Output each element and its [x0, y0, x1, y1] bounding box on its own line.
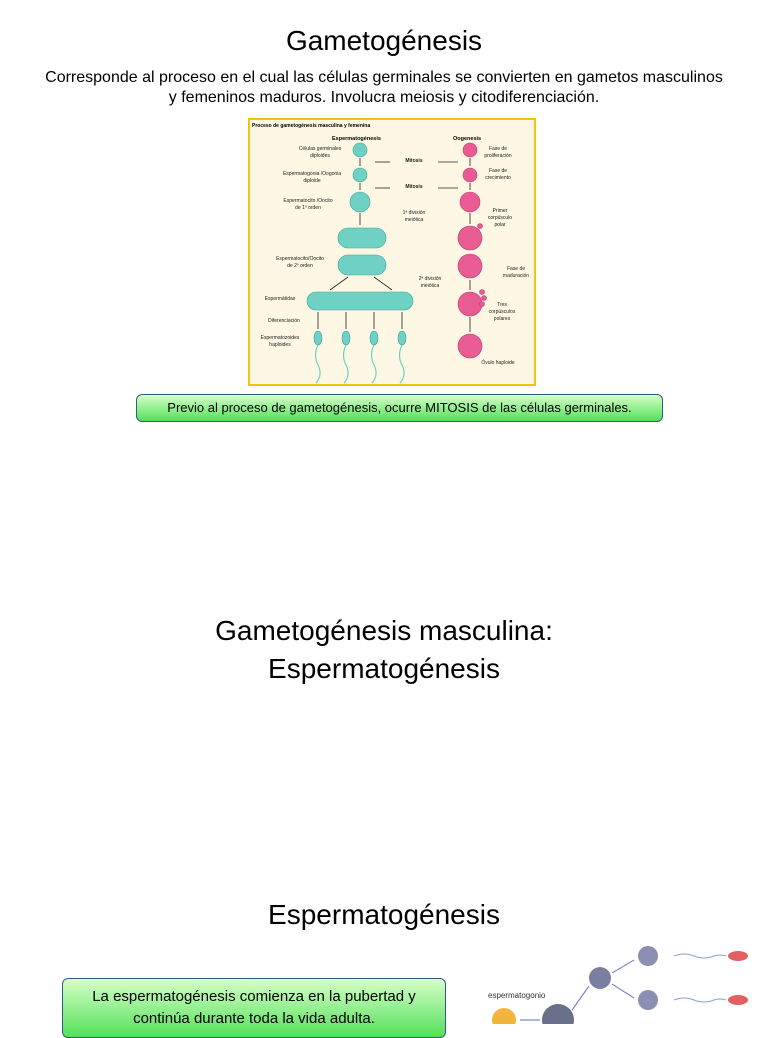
- section-title-line-2: Espermatogénesis: [268, 653, 500, 684]
- label-polar-2: corpúsculo: [488, 215, 512, 221]
- polar-body-1: [479, 289, 485, 295]
- mitosis-note: Previo al proceso de gametogénesis, ocur…: [136, 394, 663, 422]
- haploid-ovum-cell: [457, 333, 483, 359]
- diagram-header: Proceso de gametogénesis masculina y fem…: [252, 123, 370, 129]
- spermatid-top: [638, 946, 658, 966]
- male-germ-cell: [352, 142, 368, 158]
- label-spermatocyte-1: Espermatocito /Oocito: [283, 198, 332, 204]
- arrow: [329, 276, 349, 291]
- spermatogonio-label: espermatogonio: [488, 991, 546, 1000]
- label-first-order: de 1º orden: [295, 205, 321, 211]
- label-spermatozoa: Espermatozoides: [261, 335, 300, 341]
- label-three-polar-3: polares: [494, 316, 511, 322]
- label-meiotic-2: meiótica: [421, 283, 440, 289]
- spermatogonium-cell: [352, 167, 368, 183]
- label-three-polar-1: Tres: [497, 302, 507, 308]
- ootid-cell: [457, 291, 483, 317]
- label-spermatocyte-2: Espermatocito/Oocito: [276, 256, 324, 262]
- arrow: [373, 276, 393, 291]
- primary-oocyte-cell: [459, 191, 481, 213]
- label-proliferation-2: proliferación: [484, 153, 511, 159]
- label-meiotic: meiótica: [405, 217, 424, 223]
- sperm-head-2: [341, 330, 351, 346]
- secondary-cell-top: [589, 967, 611, 989]
- col-male-heading: Espermatogénesis: [332, 136, 381, 142]
- label-second-meiotic: 2ª división: [419, 276, 442, 282]
- sperm-tail-1: [314, 344, 321, 384]
- spermatogonium-cell: [492, 1008, 516, 1024]
- arrow: [611, 983, 635, 999]
- sperm-head-3: [369, 330, 379, 346]
- section-title-line-1: Gametogénesis masculina:: [215, 615, 553, 646]
- label-second-order: de 2º orden: [287, 263, 313, 269]
- label-spermatids: Espermátidas: [265, 296, 296, 302]
- label-haploid-ovum: Óvulo haploide: [481, 359, 515, 366]
- label-haploid: haploides: [269, 342, 291, 348]
- label-maturation-2: maduración: [503, 273, 529, 279]
- label-diploid-2: diploide: [303, 178, 320, 184]
- sperm-head-top: [728, 951, 748, 961]
- secondary-spermatocytes: [337, 254, 387, 276]
- intro-paragraph: Corresponde al proceso en el cual las cé…: [45, 69, 723, 106]
- label-spermatogonia: Espermatogonia /Oogonia: [283, 171, 341, 177]
- oocyte-cell-2: [457, 225, 483, 251]
- arrow: [611, 959, 635, 974]
- label-germ-cells: Células germinales: [299, 146, 342, 152]
- label-three-polar-2: corpúsculos: [489, 309, 516, 315]
- gametogenesis-diagram: Proceso de gametogénesis masculina y fem…: [248, 118, 536, 386]
- label-mitosis-1: Mitosis: [405, 158, 422, 164]
- sperm-tail-4: [398, 344, 405, 384]
- label-mitosis-2: Mitosis: [405, 184, 422, 190]
- puberty-note: La espermatogénesis comienza en la puber…: [62, 978, 446, 1038]
- female-germ-cell: [462, 142, 478, 158]
- primary-spermatocyte-cell: [349, 191, 371, 213]
- spermatids: [306, 291, 414, 311]
- polar-body-2: [481, 295, 487, 301]
- first-polar-body: [477, 223, 483, 229]
- sperm-tail-2: [342, 344, 349, 384]
- label-growth-1: Fase de: [489, 168, 507, 174]
- arrow: [571, 985, 590, 1011]
- secondary-oocyte-cell: [457, 253, 483, 279]
- label-diploid: diploides: [310, 153, 330, 159]
- slide-title: Gametogénesis: [285, 25, 483, 56]
- label-polar-1: Primer: [493, 208, 508, 214]
- sperm-head-bottom: [728, 995, 748, 1005]
- section-title: Gametogénesis masculina: Espermatogénesi…: [0, 612, 768, 688]
- sperm-tail-3: [370, 344, 377, 384]
- spermatogenesis-image: espermatogonio: [484, 940, 756, 1024]
- sperm-tail-bottom: [673, 997, 727, 1003]
- label-growth-2: crecimiento: [485, 175, 511, 181]
- spermatogenesis-svg: espermatogonio: [488, 946, 748, 1024]
- sperm-head-1: [313, 330, 323, 346]
- spermatocyte-cell: [542, 1004, 574, 1024]
- sperm-head-4: [397, 330, 407, 346]
- dividing-cell-1: [337, 227, 387, 249]
- label-proliferation-1: Fase de: [489, 146, 507, 152]
- label-polar-3: polar: [494, 222, 505, 228]
- label-maturation-1: Fase de: [507, 266, 525, 272]
- oogonium-cell: [462, 167, 478, 183]
- diagram-svg: Proceso de gametogénesis masculina y fem…: [252, 123, 529, 384]
- label-differentiation: Diferenciación: [268, 318, 300, 324]
- spermatid-bottom: [638, 990, 658, 1010]
- label-first-meiotic: 1ª división: [403, 210, 426, 216]
- spermatogenesis-title: Espermatogénesis: [268, 899, 500, 930]
- polar-body-3: [479, 301, 485, 307]
- sperm-tail-top: [673, 953, 727, 959]
- col-female-heading: Oogenesis: [453, 136, 481, 142]
